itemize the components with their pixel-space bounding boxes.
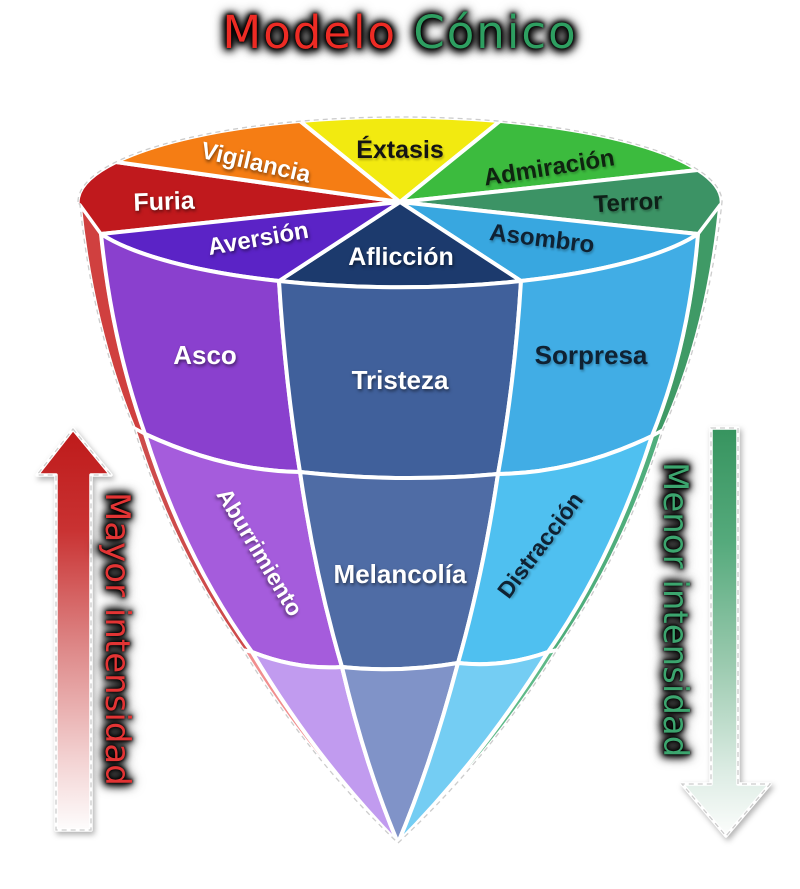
sector-extasis-label: Éxtasis xyxy=(356,135,444,164)
sector-afliccion-label: Aflicción xyxy=(348,243,454,271)
cone-dashed-outline xyxy=(77,116,723,844)
page-title: Modelo Cónico xyxy=(0,6,800,59)
arrow-down-label: Menor intensidad xyxy=(655,462,695,758)
arrow-up-dashed-outline xyxy=(35,427,113,831)
arrow-down xyxy=(680,426,772,838)
cone-cell-distraccion xyxy=(456,434,654,667)
cone-cell-melancolia-label: Melancolía xyxy=(334,559,467,589)
cone-cell-tristeza-label: Tristeza xyxy=(352,365,449,395)
sector-furia-label: Furia xyxy=(133,187,196,217)
cone-cell-sorpresa-label: Sorpresa xyxy=(535,340,648,370)
page-title-word-green: Cónico xyxy=(413,6,578,59)
cone-cell-tip-right xyxy=(396,650,550,845)
cone-cell-sorpresa xyxy=(496,232,700,476)
arrow-up-label: Mayor intensidad xyxy=(97,492,137,786)
cone-cell-asco-label: Asco xyxy=(173,340,237,370)
sector-terror-label: Terror xyxy=(593,188,663,219)
page-title-word-red: Modelo xyxy=(222,6,398,59)
